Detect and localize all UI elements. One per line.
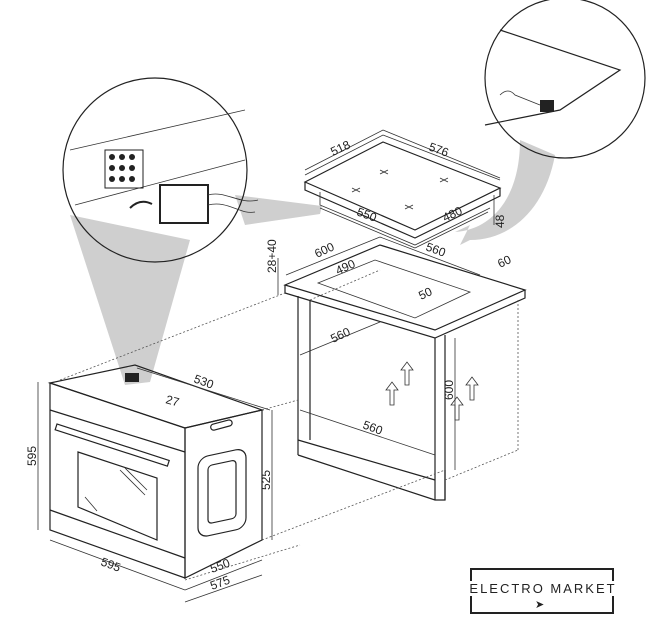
dim-oven-body-depth: 550 (208, 556, 232, 576)
dim-hob-cutout-width: 550 (355, 205, 379, 225)
dim-oven-height: 595 (25, 446, 39, 466)
detail-cone-oven (70, 215, 190, 385)
dim-hob-width: 576 (427, 140, 451, 160)
dim-cabinet-height: 600 (442, 380, 456, 400)
dim-hob-depth: 518 (328, 137, 352, 158)
dim-cabinet-width: 560 (361, 418, 385, 438)
dim-cabinet-depth: 560 (328, 324, 352, 345)
hob-edge-detail (484, 29, 622, 126)
oven (47, 364, 265, 579)
dim-oven-width: 595 (99, 555, 123, 575)
dimension-lines (37, 129, 501, 603)
cursor-icon: ➤ (535, 599, 545, 611)
electro-market-logo: ELECTRO MARKET ➤ (464, 568, 622, 614)
dim-worktop-gap: 28+40 (265, 239, 279, 273)
dim-oven-total-depth: 575 (208, 573, 232, 593)
dim-hob-height: 48 (493, 214, 507, 228)
logo-text: ELECTRO MARKET (464, 581, 622, 596)
dim-worktop-cutout-depth: 490 (333, 256, 357, 277)
dim-oven-depth: 530 (192, 372, 216, 392)
projection-lines (59, 292, 446, 581)
dim-worktop-cutout-width: 560 (424, 240, 448, 260)
cabinet (283, 244, 527, 501)
connector-detail-circle (62, 77, 248, 263)
hob (303, 134, 502, 249)
hob-edge-detail-circle (484, 0, 646, 159)
dim-oven-top-offset: 27 (164, 392, 181, 409)
detail-arrow (455, 140, 555, 245)
connector-detail (69, 109, 259, 224)
dim-worktop-rear: 60 (495, 252, 513, 270)
dim-worktop-width: 600 (312, 239, 336, 260)
dim-worktop-front: 50 (416, 284, 434, 302)
detail-cone-hob (235, 195, 322, 225)
dim-oven-niche-height: 525 (259, 470, 273, 490)
